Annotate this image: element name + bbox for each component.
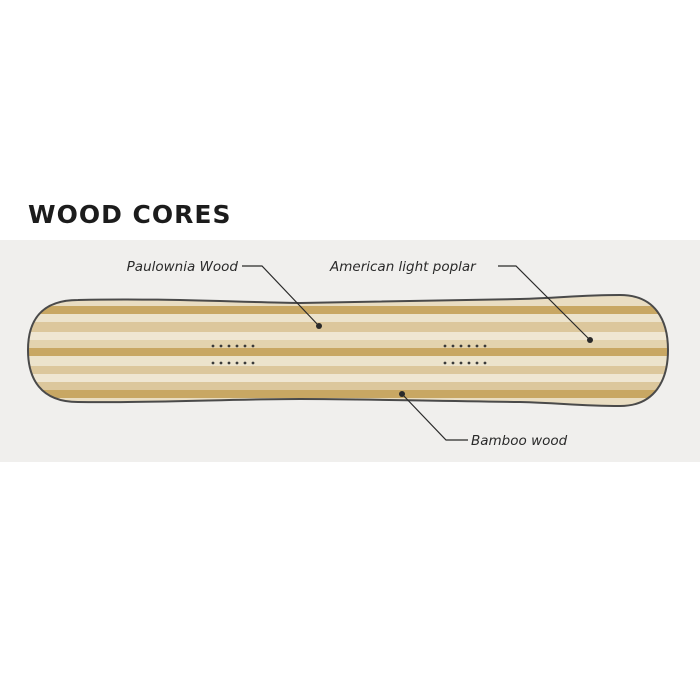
- board-outline: [26, 293, 670, 408]
- leader-line: [401, 393, 468, 441]
- callout-paulownia: Paulownia Wood: [127, 259, 322, 329]
- callout-dot: [399, 391, 405, 397]
- leader-line: [498, 265, 591, 341]
- callout-dot: [316, 323, 322, 329]
- label-bamboo: Bamboo wood: [471, 433, 568, 449]
- bamboo-stripe: [28, 348, 668, 356]
- leader-line: [242, 265, 320, 327]
- diagram-title: WOOD CORES: [28, 200, 232, 229]
- callout-poplar: American light poplar: [329, 259, 593, 343]
- insert-holes-left: [211, 344, 255, 365]
- label-paulownia: Paulownia Wood: [127, 259, 239, 275]
- callout-bamboo: Bamboo wood: [399, 391, 568, 449]
- label-poplar: American light poplar: [329, 259, 477, 275]
- bamboo-stripe: [28, 390, 668, 398]
- insert-holes-right: [443, 344, 487, 365]
- snowboard: [26, 293, 670, 408]
- callout-dot: [587, 337, 593, 343]
- bamboo-stripe: [28, 306, 668, 314]
